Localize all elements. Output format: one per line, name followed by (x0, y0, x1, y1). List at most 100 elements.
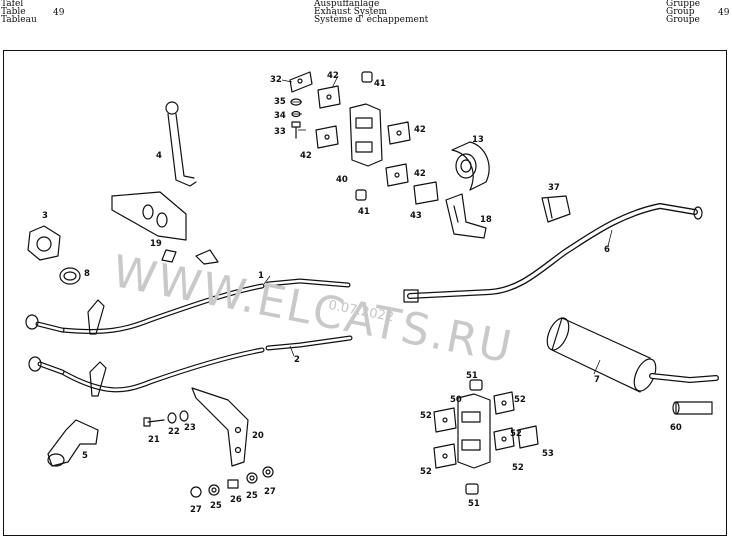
callout-2: 2 (294, 355, 300, 365)
washer-22 (167, 412, 177, 424)
rubber-pad-52-tl (433, 407, 457, 433)
hanger-4 (165, 101, 197, 187)
callout-40: 40 (336, 175, 348, 185)
callout-8: 8 (84, 269, 90, 279)
callout-32: 32 (270, 75, 282, 85)
group-number: 49 (718, 8, 730, 18)
callout-42d: 42 (414, 169, 426, 179)
spacer-26 (227, 479, 239, 489)
callout-52e: 52 (512, 463, 524, 473)
callout-5: 5 (82, 451, 88, 461)
callout-51b: 51 (468, 499, 480, 509)
diagram-frame (3, 50, 727, 536)
rubber-mount-37 (541, 195, 571, 223)
callout-50: 50 (450, 395, 462, 405)
callout-22: 22 (168, 427, 180, 437)
clamp-5 (47, 419, 99, 467)
rubber-pad-52-bl (433, 443, 457, 469)
callout-52b: 52 (514, 395, 526, 405)
muffler-7 (546, 317, 719, 393)
table-number: 49 (53, 8, 65, 18)
plate-53 (517, 425, 539, 449)
callout-42c: 42 (414, 125, 426, 135)
bolt-33 (291, 121, 301, 139)
title-de: Auspuffanlage (314, 0, 380, 9)
callout-41b: 41 (358, 207, 370, 217)
plate-43 (413, 181, 439, 205)
rubber-pad-52-mr (493, 427, 515, 451)
callout-25a: 25 (210, 501, 222, 511)
callout-6: 6 (604, 245, 610, 255)
callout-52a: 52 (420, 411, 432, 421)
tail-pipe-60 (672, 401, 713, 415)
hanger-ring-13 (451, 141, 490, 191)
front-pipe-1 (25, 278, 351, 335)
rubber-pad-42-top (317, 85, 341, 109)
callout-53: 53 (542, 449, 554, 459)
washer-25-right (246, 472, 258, 484)
sleeve-51-bottom (465, 483, 479, 495)
bracket-20 (191, 387, 249, 467)
header-right-de: Gruppe (666, 0, 701, 9)
front-pipe-2 (28, 335, 353, 397)
callout-51a: 51 (466, 371, 478, 381)
callout-4: 4 (156, 151, 162, 161)
bracket-18 (445, 193, 487, 239)
callout-27a: 27 (190, 505, 202, 515)
rubber-pad-42-lower (385, 163, 409, 187)
title-fr: Système d' échappement (314, 15, 429, 25)
callout-labels: 32 42 41 35 34 33 42 42 40 41 42 43 13 1… (42, 71, 682, 515)
callout-3: 3 (42, 211, 48, 221)
header-right-labels: Gruppe Group Groupe (666, 0, 701, 25)
rubber-pad-52-tr (493, 391, 515, 415)
rubber-pad-42-left (315, 125, 339, 149)
callout-37: 37 (548, 183, 560, 193)
callout-13: 13 (472, 135, 484, 145)
rubber-pad-42-right (387, 121, 411, 145)
sleeve-51-top (469, 379, 483, 391)
callout-21: 21 (148, 435, 160, 445)
header-left-labels: Tafel Table Tableau (1, 0, 37, 25)
callout-1: 1 (258, 271, 264, 281)
title-en: Exhaust System (314, 7, 388, 17)
callout-23: 23 (184, 423, 196, 433)
callout-26: 26 (230, 495, 242, 505)
sleeve-41-top (361, 71, 373, 83)
callout-42: 42 (327, 71, 339, 81)
header-center-title: Auspuffanlage Exhaust System Système d' … (314, 0, 429, 25)
callout-34: 34 (274, 111, 286, 121)
gasket-3 (27, 225, 61, 261)
callout-35: 35 (274, 97, 286, 107)
header-right-fr: Groupe (666, 15, 700, 25)
header-left-fr: Tableau (1, 15, 37, 25)
bracket-plate-19 (111, 191, 219, 265)
header-left-de: Tafel (1, 0, 24, 9)
header-right-en: Group (666, 7, 695, 17)
mount-40 (349, 103, 383, 167)
callout-27b: 27 (264, 487, 276, 497)
washer-25-left (208, 484, 220, 496)
washer-27-left (190, 486, 202, 498)
leader-lines (263, 75, 613, 375)
washer-27-right (262, 466, 274, 478)
callout-7: 7 (594, 375, 600, 385)
callout-41: 41 (374, 79, 386, 89)
callout-33: 33 (274, 127, 286, 137)
callout-19: 19 (150, 239, 162, 249)
callout-25b: 25 (246, 491, 258, 501)
callout-43: 43 (410, 211, 422, 221)
callout-60: 60 (670, 423, 682, 433)
callout-20: 20 (252, 431, 264, 441)
callout-42b: 42 (300, 151, 312, 161)
ring-8 (59, 267, 81, 285)
bolt-21 (143, 417, 165, 427)
callout-18: 18 (480, 215, 492, 225)
intermediate-pipe-6 (403, 203, 703, 303)
header-left-en: Table (1, 7, 26, 17)
plate-32 (289, 71, 313, 93)
mount-50 (457, 393, 491, 469)
callout-52c: 52 (510, 429, 522, 439)
nut-23 (179, 410, 189, 422)
callout-52d: 52 (420, 467, 432, 477)
